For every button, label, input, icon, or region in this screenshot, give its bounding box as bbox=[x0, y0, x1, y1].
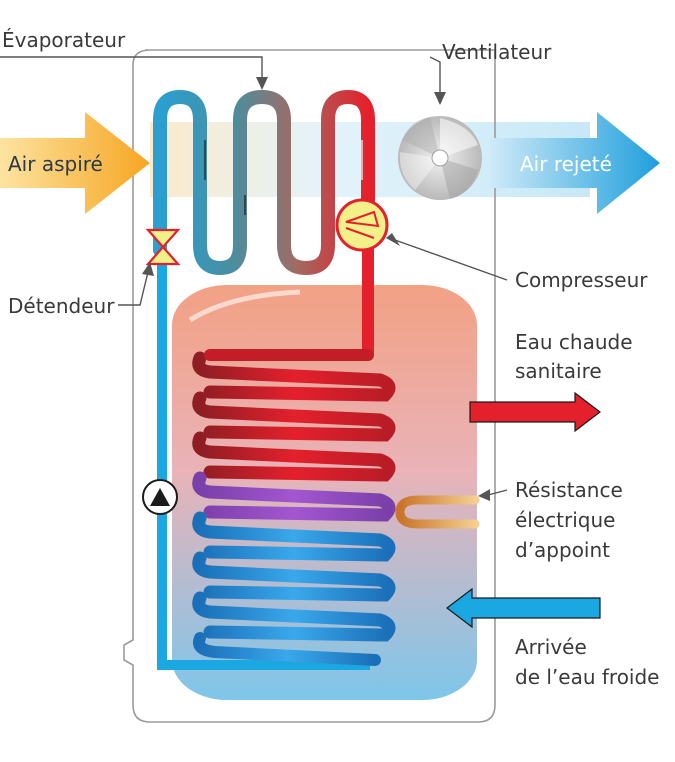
leader-arrow bbox=[256, 77, 268, 90]
label-arrivee: Arrivée bbox=[515, 635, 587, 659]
label-ventilateur: Ventilateur bbox=[442, 40, 552, 64]
label-detendeur: Détendeur bbox=[8, 294, 115, 318]
label-electrique: électrique bbox=[515, 508, 615, 532]
fan-icon bbox=[398, 116, 482, 200]
leader-resistance bbox=[487, 489, 508, 496]
label-compresseur: Compresseur bbox=[515, 268, 648, 292]
label-appoint: d’appoint bbox=[515, 538, 610, 562]
evaporator-coil bbox=[153, 90, 375, 275]
leader-detendeur bbox=[118, 271, 149, 306]
condenser-coil bbox=[192, 349, 396, 666]
label-resistance: Résistance bbox=[515, 478, 623, 502]
unit-casing bbox=[123, 49, 496, 723]
label-eau-chaude: Eau chaude bbox=[515, 330, 633, 354]
backup-resistance bbox=[395, 495, 480, 529]
expansion-valve-icon bbox=[145, 228, 181, 266]
leader-ventilateur bbox=[429, 56, 441, 92]
label-sanitaire: sanitaire bbox=[515, 359, 602, 383]
label-eau-froide: de l’eau froide bbox=[515, 665, 659, 689]
leader-compresseur bbox=[394, 239, 508, 281]
leader-arrow bbox=[386, 233, 400, 246]
incoming-air-arrow bbox=[0, 112, 150, 214]
compressor-icon bbox=[335, 198, 389, 252]
leader-arrow bbox=[142, 262, 154, 276]
cold-refrigerant-line bbox=[157, 250, 370, 670]
hot-water-outlet-arrow bbox=[469, 391, 601, 433]
outgoing-air-arrow bbox=[490, 112, 660, 214]
label-air-aspire: Air aspiré bbox=[8, 152, 103, 176]
label-evaporateur: Évaporateur bbox=[2, 28, 126, 52]
leader-arrow bbox=[434, 92, 446, 105]
leader-evaporateur bbox=[0, 56, 263, 77]
label-air-rejete: Air rejeté bbox=[520, 152, 612, 176]
tank-highlight bbox=[188, 289, 301, 323]
cold-water-inlet-arrow bbox=[446, 587, 601, 629]
pump-icon bbox=[142, 479, 178, 515]
leader-arrow bbox=[478, 489, 490, 501]
